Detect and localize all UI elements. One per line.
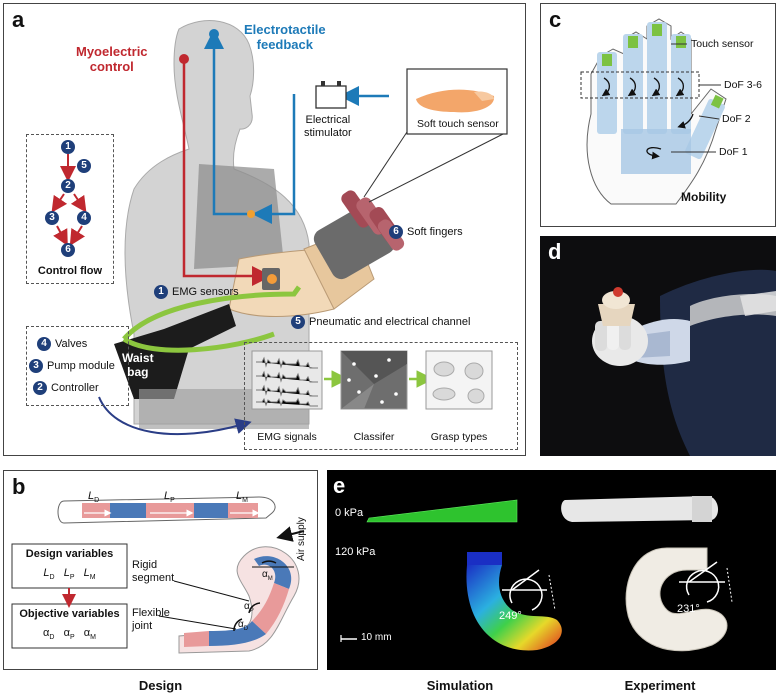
pressure-120-label: 120 kPa: [335, 546, 376, 558]
panel-a-figure: [51, 20, 508, 436]
control-flow-title: Control flow: [37, 265, 103, 277]
panel-b: b LD LP LM Design variables LD LP LM Obj…: [3, 470, 318, 670]
badge-1: 1: [154, 285, 168, 299]
control-flow-box: 1 5 2 3 4 6 Control flow: [26, 134, 114, 284]
cf-node-3: 3: [45, 211, 59, 225]
simulation-caption: Simulation: [426, 678, 494, 693]
component-controller: 2 Controller: [33, 381, 99, 395]
panel-c: c Touch sensor DoF 3-6 DoF 2 DoF 1 Mobil…: [540, 3, 776, 227]
pipeline-classifier: Classifer: [353, 431, 395, 443]
pipeline-emg-signals: EMG signals: [257, 431, 317, 443]
sim-angle-label: 249°: [499, 610, 522, 622]
pneumatic-channel-label: 5 Pneumatic and electrical channel: [291, 315, 470, 329]
components-box: 4 Valves 3 Pump module 2 Controller: [26, 326, 129, 406]
feedback-label: Electrotactile feedback: [244, 22, 326, 52]
alpha-d-label: αD: [238, 619, 249, 632]
air-supply-label: Air supply: [296, 517, 307, 561]
cf-node-4: 4: [77, 211, 91, 225]
dof-2-label: DoF 2: [722, 113, 751, 125]
pneumatic-channel: [122, 285, 302, 341]
exp-angle-label: 231°: [677, 603, 700, 615]
component-pump: 3 Pump module: [29, 359, 115, 373]
waist-bag-label: Waist bag: [122, 351, 154, 379]
experiment-caption: Experiment: [624, 678, 696, 693]
upper-arm: [194, 164, 284, 269]
component-valves: 4 Valves: [37, 337, 87, 351]
soft-fingers-label: 6 Soft fingers: [389, 225, 463, 239]
alpha-p-label: αP: [244, 601, 254, 614]
panel-e: e 0 kPa 120 kPa 10 mm 249° 231°: [327, 470, 776, 670]
stimulator-label: Electrical stimulator: [304, 114, 352, 139]
panel-d: d: [540, 236, 776, 456]
cf-node-6: 6: [61, 243, 75, 257]
length-label-d: LD: [88, 490, 100, 505]
length-label-m: LM: [236, 490, 248, 505]
panel-label-e: e: [333, 473, 346, 498]
design-caption: Design: [138, 678, 183, 693]
mobility-caption: Mobility: [681, 190, 727, 204]
cf-node-2: 2: [61, 179, 75, 193]
panel-label-a: a: [12, 7, 25, 32]
photo-hand-holding-cake: [540, 236, 776, 456]
design-variables-values: LD LP LM: [43, 567, 96, 582]
feedback-path: [204, 29, 251, 216]
badge-5: 5: [291, 315, 305, 329]
alpha-m-label: αM: [262, 569, 273, 582]
myoelectric-label: Myoelectric control: [76, 44, 148, 74]
scale-bar-label: 10 mm: [361, 632, 392, 643]
panel-e-figure: [340, 496, 733, 652]
soft-touch-sensor-label: Soft touch sensor: [417, 118, 499, 130]
dof-1-label: DoF 1: [719, 146, 748, 158]
pressure-0-label: 0 kPa: [335, 507, 364, 519]
stimulator-icon: [315, 85, 347, 109]
objective-variables-values: αD αP αM: [43, 627, 96, 642]
emg-sensors-label: 1 EMG sensors: [154, 285, 239, 299]
cf-node-1: 1: [61, 140, 75, 154]
panel-label-b: b: [12, 474, 26, 499]
pipeline-grasp-types: Grasp types: [430, 431, 488, 443]
cf-node-5: 5: [77, 159, 91, 173]
panel-a: a Myoelectric control Electrotactile fee…: [3, 3, 526, 456]
length-label-p: LP: [164, 490, 175, 505]
panel-label-c: c: [549, 7, 562, 32]
myoelectric-path: [182, 59, 272, 286]
objective-variables-title: Objective variables: [19, 608, 120, 620]
hand-diagram: [580, 18, 727, 205]
panel-b-figure: [11, 496, 305, 654]
design-variables-title: Design variables: [25, 548, 114, 560]
badge-6: 6: [389, 225, 403, 239]
panel-label-d: d: [548, 239, 562, 264]
pipeline-box: [244, 342, 518, 450]
touch-sensor-label: Touch sensor: [691, 38, 754, 50]
dof-3-6-label: DoF 3-6: [724, 79, 762, 91]
